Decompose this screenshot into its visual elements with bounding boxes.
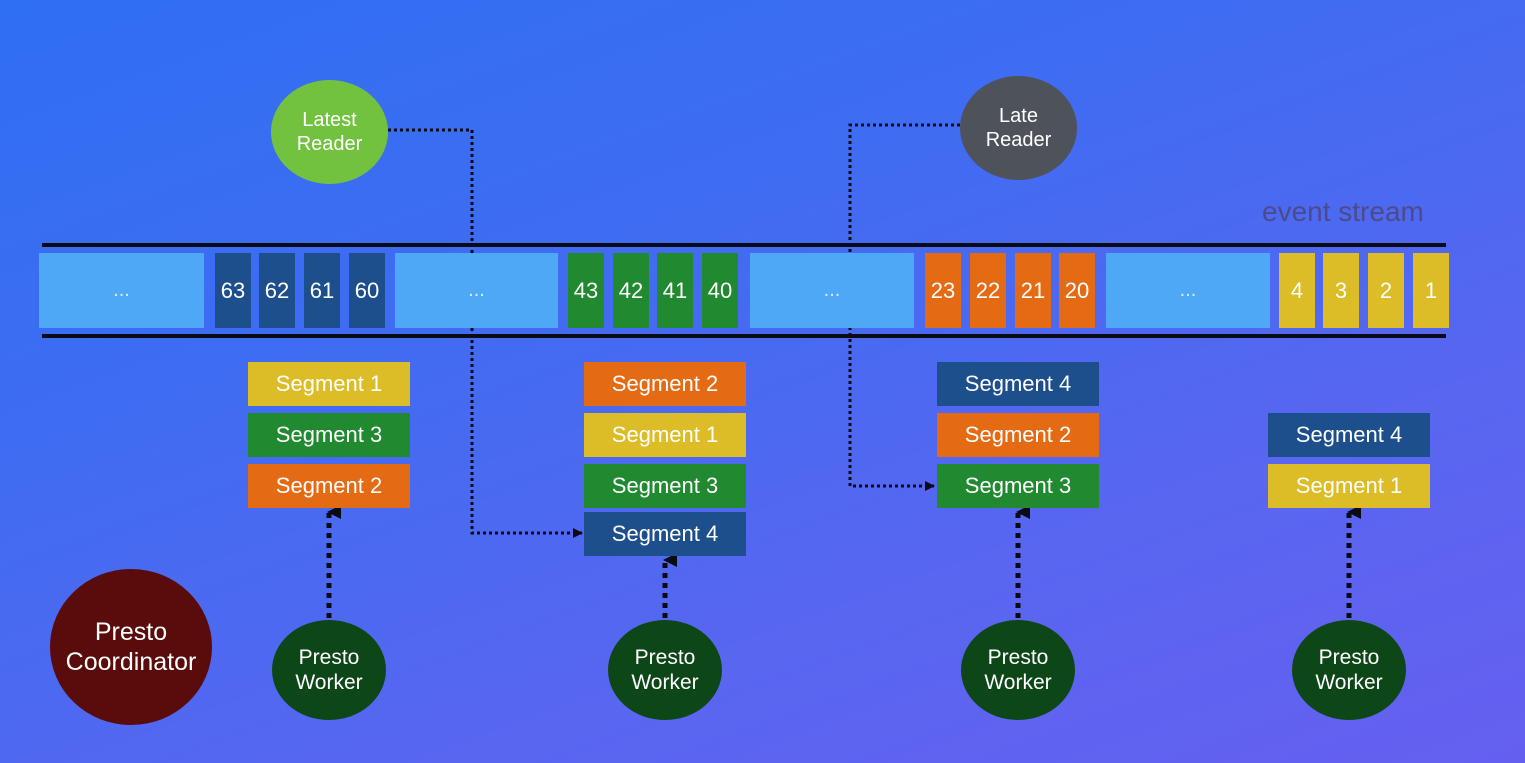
stream-bottom-rail [42,334,1446,338]
presto-worker-node: Presto Worker [1292,620,1406,720]
event-cell: 22 [970,253,1006,328]
latest-reader-connector [388,128,583,538]
event-cell: 21 [1015,253,1051,328]
event-cell: 23 [925,253,961,328]
presto-worker-node: Presto Worker [608,620,722,720]
event-cell: 43 [568,253,604,328]
event-cell: 40 [702,253,738,328]
event-cell: 4 [1279,253,1315,328]
segment-block: Segment 2 [248,464,410,508]
latest-reader-node: Latest Reader [271,80,388,184]
stream-ellipsis: ... [750,253,914,328]
event-cell: 60 [349,253,385,328]
segment-block: Segment 4 [937,362,1099,406]
segment-block: Segment 3 [248,413,410,457]
event-cell: 42 [613,253,649,328]
segment-block: Segment 3 [937,464,1099,508]
stream-ellipsis: ... [39,253,204,328]
event-cell: 2 [1368,253,1404,328]
segment-block: Segment 2 [937,413,1099,457]
event-stream-label: event stream [1262,196,1424,227]
stream-ellipsis: ... [1106,253,1270,328]
stream-top-rail [42,243,1446,247]
segment-block: Segment 1 [584,413,746,457]
event-cell: 1 [1413,253,1449,328]
segment-block: Segment 3 [584,464,746,508]
event-cell: 61 [304,253,340,328]
event-cell: 41 [657,253,693,328]
stream-ellipsis: ... [395,253,558,328]
event-cell: 62 [259,253,295,328]
presto-worker-node: Presto Worker [961,620,1075,720]
event-cell: 63 [215,253,251,328]
segment-block: Segment 1 [1268,464,1430,508]
segment-block: Segment 1 [248,362,410,406]
segment-block: Segment 4 [1268,413,1430,457]
late-reader-node: Late Reader [960,76,1077,180]
event-cell: 20 [1059,253,1095,328]
event-cell: 3 [1323,253,1359,328]
presto-worker-node: Presto Worker [272,620,386,720]
presto-coordinator-node: Presto Coordinator [50,569,212,725]
segment-block: Segment 4 [584,512,746,556]
segment-block: Segment 2 [584,362,746,406]
